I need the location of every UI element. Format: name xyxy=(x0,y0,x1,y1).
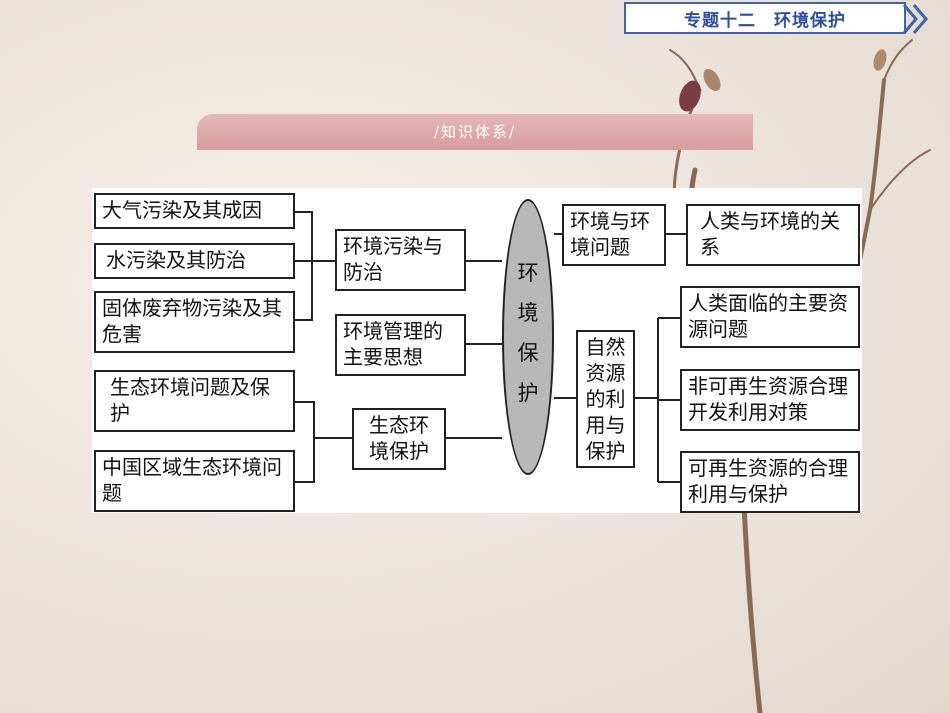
box-water-pollution: 水污染及其防治 xyxy=(94,243,295,279)
box-nonrenewable: 非可再生资源合理开发利用对策 xyxy=(680,369,860,431)
box-natural-resources: 自然资源的利用与保护 xyxy=(576,330,635,468)
section-banner: /知识体系/ xyxy=(197,114,753,150)
box-eco-problems: 生态环境问题及保护 xyxy=(94,370,295,432)
center-label: 环 境 保 护 xyxy=(517,261,539,405)
box-eco-protection: 生态环境保护 xyxy=(352,408,446,470)
box-solid-waste: 固体废弃物污染及其危害 xyxy=(94,291,295,353)
center-oval: 环 境 保 护 xyxy=(502,199,554,475)
banner-label: /知识体系/ xyxy=(433,123,517,141)
box-pollution-control: 环境污染与防治 xyxy=(335,229,466,291)
knowledge-diagram: 大气污染及其成因 水污染及其防治 固体废弃物污染及其危害 环境污染与防治 环境管… xyxy=(92,188,862,513)
chapter-header: 专题十二 环境保护 xyxy=(624,2,906,34)
box-china-eco: 中国区域生态环境问题 xyxy=(94,450,295,512)
box-management: 环境管理的主要思想 xyxy=(335,314,466,376)
connector-lines xyxy=(295,211,686,483)
box-human-environment: 人类与环境的关系 xyxy=(686,204,860,266)
chevron-right-icon xyxy=(902,4,928,34)
box-resource-problems: 人类面临的主要资源问题 xyxy=(680,286,860,348)
box-renewable: 可再生资源的合理利用与保护 xyxy=(680,451,860,513)
chapter-title: 专题十二 环境保护 xyxy=(684,10,846,31)
box-environment-problems: 环境与环境问题 xyxy=(562,204,666,266)
box-air-pollution: 大气污染及其成因 xyxy=(94,193,295,229)
